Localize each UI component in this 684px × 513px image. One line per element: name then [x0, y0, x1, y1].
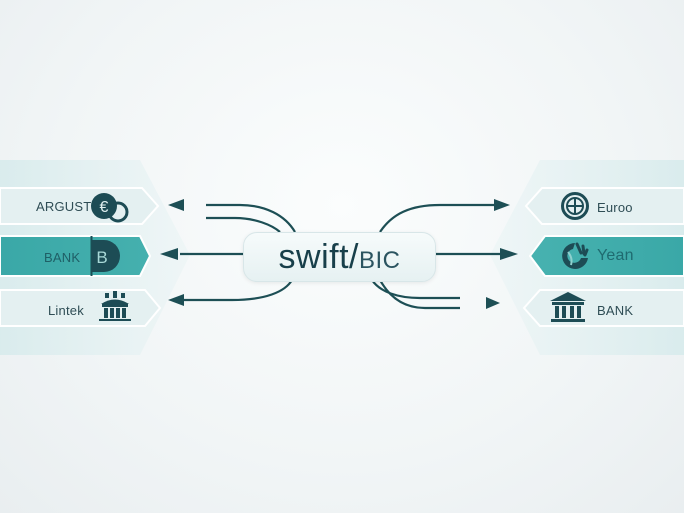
hub-label-main: swift/ — [278, 237, 359, 276]
right-row-bank[interactable]: BANK — [597, 300, 633, 320]
svg-text:B: B — [96, 248, 107, 267]
right-row-euroo[interactable]: Euroo — [597, 197, 633, 217]
svg-text:€: € — [100, 199, 109, 216]
right-row-yean[interactable]: Yean — [597, 246, 634, 266]
bank-building-icon — [550, 292, 586, 322]
left-row-lintek[interactable]: Lintek — [48, 300, 84, 320]
left-connectors — [180, 203, 296, 302]
right-row-label: BANK — [597, 302, 634, 318]
euro-coin-icon: € — [91, 193, 129, 223]
left-row-label: BANK — [44, 249, 81, 265]
baht-sign-icon: B — [90, 236, 120, 276]
bank-building-icon — [99, 291, 131, 321]
swift-bic-hub: swift/bic — [243, 232, 436, 282]
leaf-globe-icon — [562, 242, 589, 269]
hub-label-sub: bic — [358, 237, 401, 276]
right-row-label: Euroo — [597, 199, 633, 215]
left-row-label: Lintek — [48, 302, 84, 318]
right-connectors — [371, 203, 500, 310]
globe-emblem-icon — [561, 192, 589, 220]
left-row-label: ARGUST — [36, 198, 92, 214]
left-row-bank[interactable]: BANK — [44, 247, 80, 267]
hub-label: swift/bic — [279, 238, 401, 277]
right-row-label: Yean — [597, 247, 634, 264]
left-row-argust[interactable]: ARGUST — [36, 196, 91, 216]
